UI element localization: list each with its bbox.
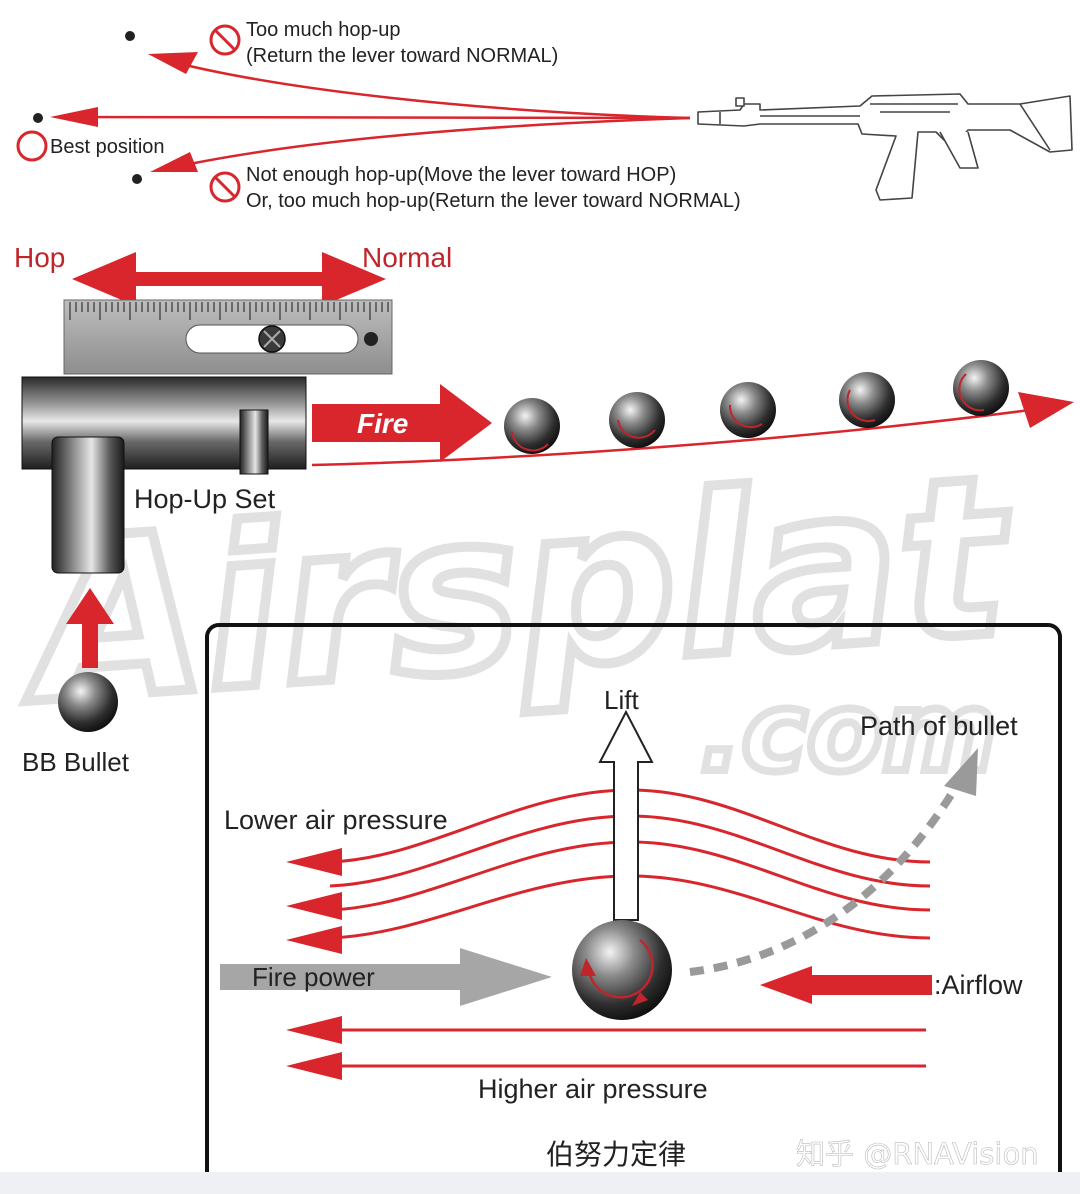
- fire-arrow: Fire: [312, 384, 492, 462]
- lift-label: Lift: [604, 685, 639, 715]
- trajectory-best-arrowhead: [50, 107, 98, 127]
- best-position-text: Best position: [50, 136, 165, 158]
- flight-ball: [504, 398, 560, 454]
- not-enough-text-line1: Not enough hop-up(Move the lever toward …: [246, 164, 676, 186]
- hopup-set-label: Hop-Up Set: [134, 484, 276, 514]
- trajectory-low-arrowhead: [150, 152, 198, 172]
- flight-ball: [953, 360, 1009, 416]
- lift-arrow: [598, 709, 654, 921]
- higher-pressure-label: Higher air pressure: [478, 1074, 708, 1104]
- hop-normal-double-arrow: [72, 252, 386, 306]
- upper-airflow-arrowheads: [286, 848, 342, 954]
- zhihu-credit: 知乎 @RNAVision: [796, 1137, 1039, 1171]
- lower-airflow-lines: [330, 1028, 926, 1068]
- bb-dot-high: [125, 31, 135, 41]
- bullet-path-dashed: [689, 777, 964, 976]
- hop-label: Hop: [14, 242, 65, 273]
- flight-ball: [609, 392, 665, 448]
- trajectory-high-line: [164, 58, 691, 120]
- fire-power-arrow: Fire power: [220, 948, 552, 1006]
- bernoulli-caption: 伯努力定律: [546, 1139, 686, 1170]
- normal-label: Normal: [362, 242, 452, 273]
- not-enough-text-line2: Or, too much hop-up(Return the lever tow…: [246, 190, 741, 212]
- bottom-strip: [0, 1172, 1080, 1194]
- hopup-bullet-path: [311, 408, 1031, 467]
- too-much-text-line2: (Return the lever toward NORMAL): [246, 45, 558, 67]
- airflow-arrow: :Airflow: [760, 966, 1023, 1004]
- bb-dot-best: [33, 113, 43, 123]
- too-much-text-line1: Too much hop-up: [246, 19, 401, 41]
- spinning-bb-ball: [572, 920, 672, 1020]
- trajectory-section: Too much hop-up (Return the lever toward…: [16, 19, 1073, 212]
- fire-power-label: Fire power: [252, 962, 375, 992]
- path-of-bullet-label: Path of bullet: [860, 711, 1018, 741]
- bullet-path-arrowhead: [944, 748, 978, 796]
- trajectory-high-arrowhead: [148, 52, 198, 74]
- bb-feed-arrow: [66, 588, 114, 668]
- trajectory-low-line: [169, 116, 691, 170]
- trajectory-best-line: [69, 115, 691, 120]
- hopup-section: Hop Normal Hop-Up Set: [14, 242, 1074, 777]
- bb-bullet-ball: [58, 672, 118, 732]
- prohibited-icon: [209, 24, 241, 56]
- flight-balls: [504, 360, 1009, 454]
- hopup-barrel: [21, 376, 307, 574]
- fire-label: Fire: [357, 408, 408, 439]
- flight-ball: [720, 382, 776, 438]
- circle-ok-icon: [16, 130, 48, 162]
- lower-pressure-label: Lower air pressure: [224, 805, 448, 835]
- prohibited-icon: [209, 171, 241, 203]
- watermark-dotcom-text: .com: [700, 668, 997, 796]
- flight-ball: [839, 372, 895, 428]
- lower-airflow-arrowheads: [286, 1016, 342, 1080]
- hopup-lever-ruler: [63, 299, 393, 375]
- bb-dot-low: [132, 174, 142, 184]
- physics-box: Lift Path of bullet Lower air pressure: [205, 623, 1062, 1194]
- hopup-path-arrowhead: [1018, 392, 1074, 428]
- lever-screw: [364, 332, 378, 346]
- bb-bullet-label: BB Bullet: [22, 747, 130, 777]
- rifle-icon: [697, 93, 1073, 201]
- airflow-label: :Airflow: [934, 970, 1023, 1000]
